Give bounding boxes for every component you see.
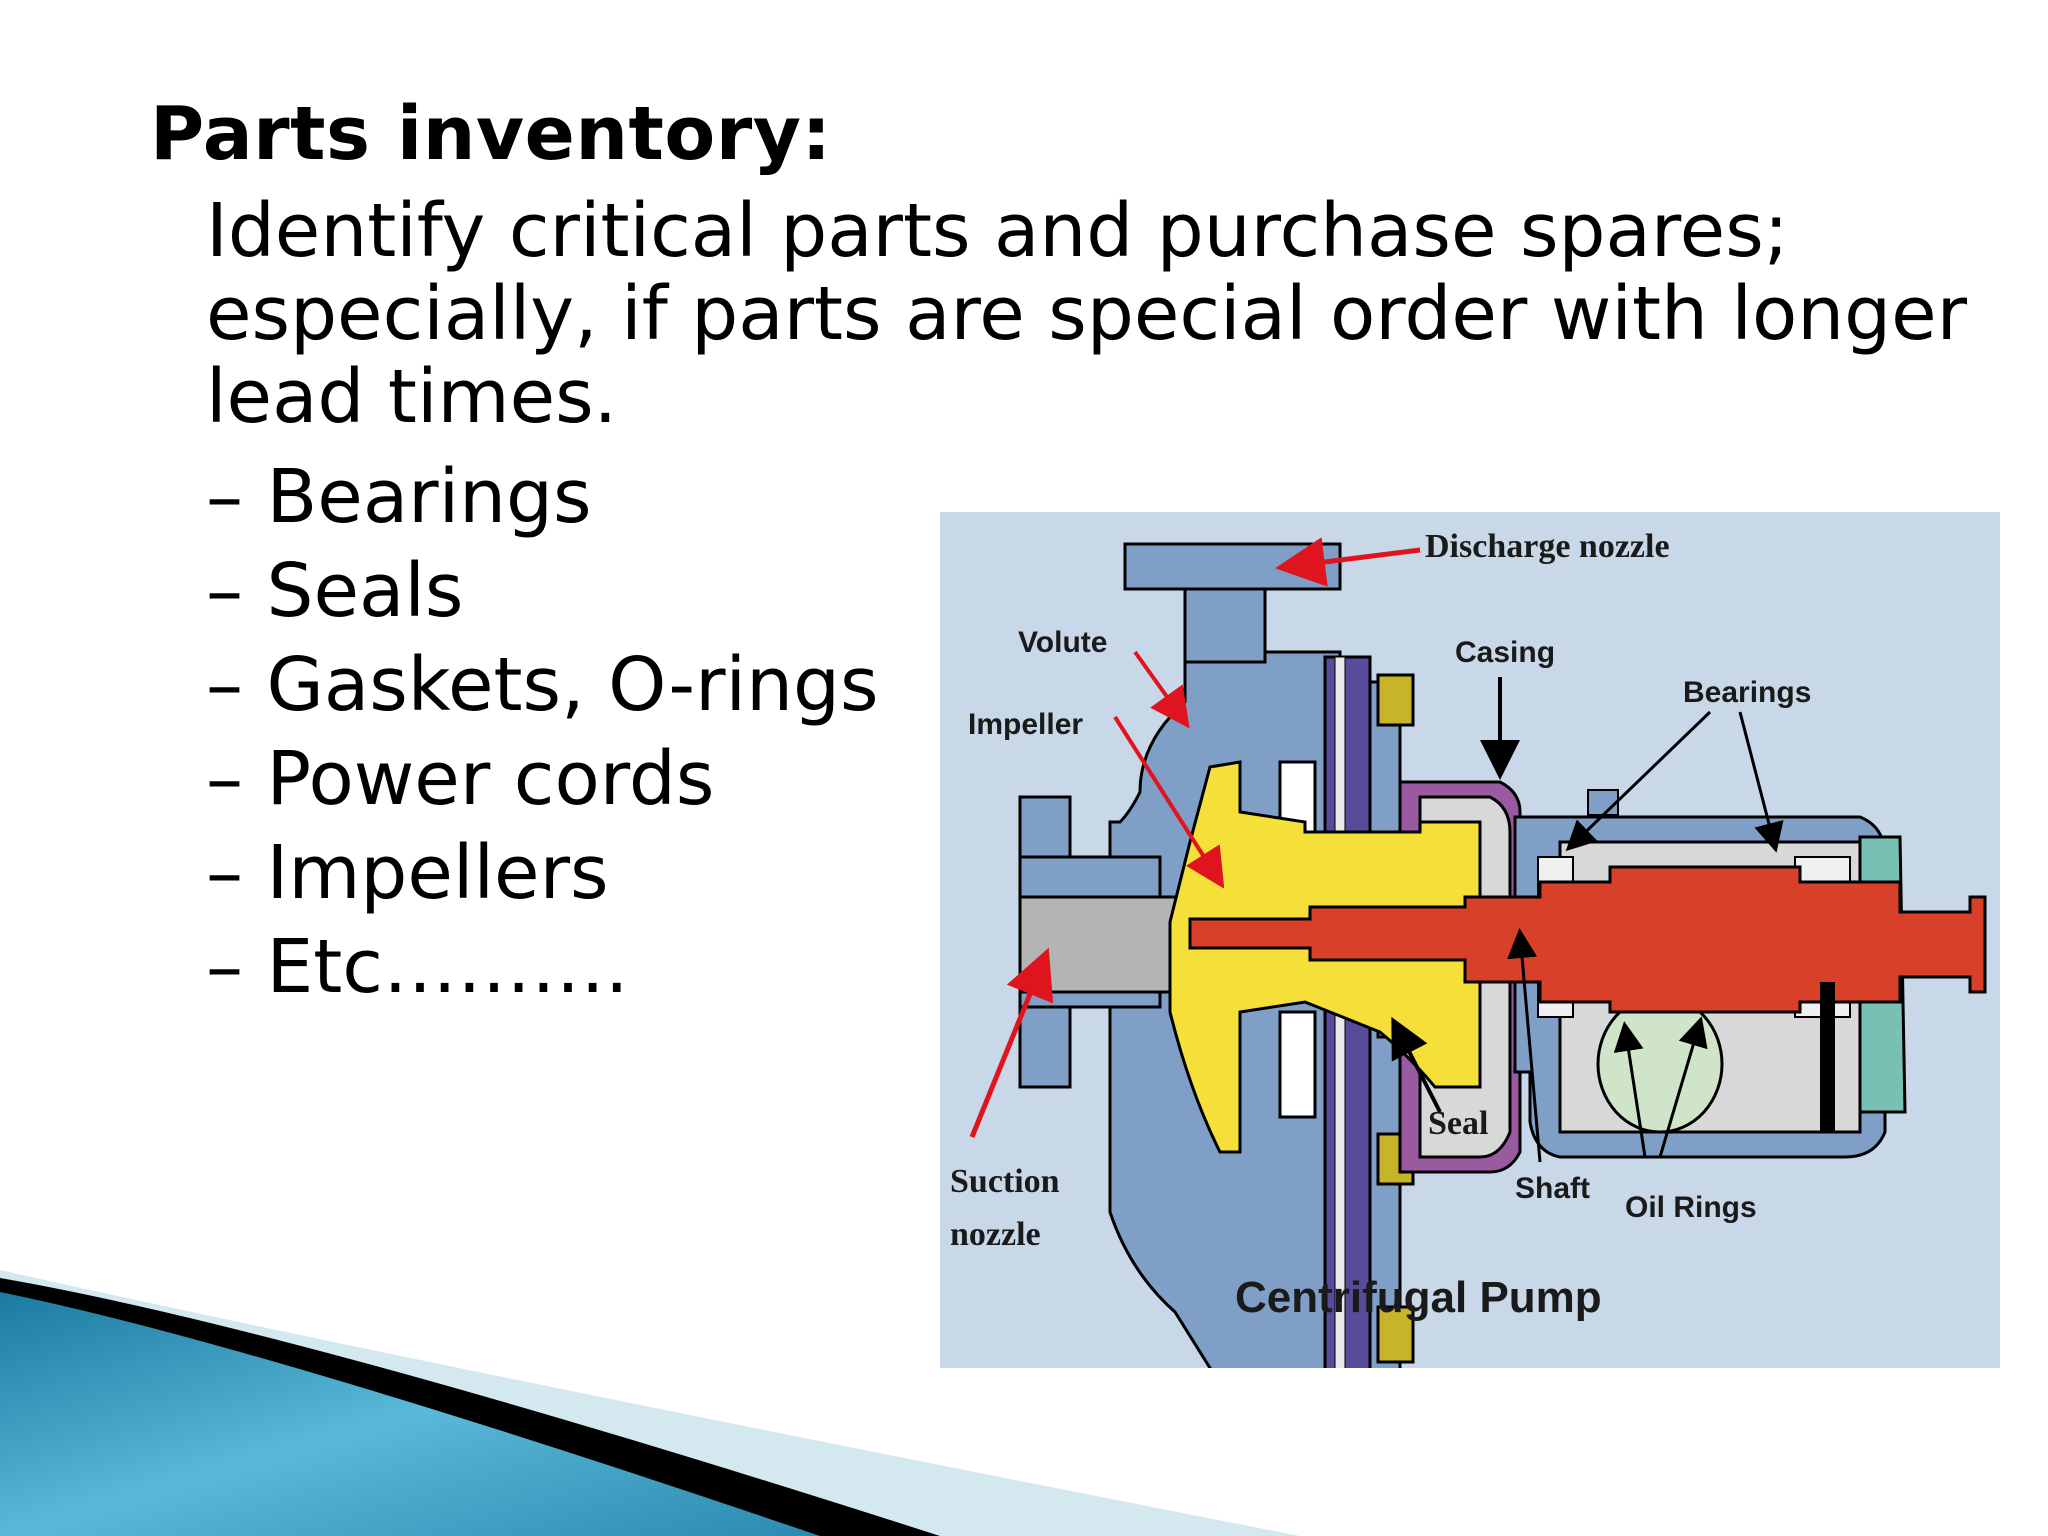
coupling-guard <box>1820 982 1835 1132</box>
suction-bore <box>1018 895 1192 994</box>
bolt <box>1376 1305 1415 1364</box>
list-item: – Etc………. <box>206 924 629 1010</box>
suction-arrow <box>969 947 1054 1138</box>
label-casing: Casing <box>1455 636 1555 669</box>
list-item: – Gaskets, O-rings <box>206 642 879 728</box>
label-discharge-nozzle: Discharge nozzle <box>1425 528 1670 565</box>
label-seal: Seal <box>1428 1105 1488 1142</box>
label-bearings: Bearings <box>1683 676 1811 709</box>
label-suction-line1: Suction <box>950 1163 1060 1200</box>
slide-heading: Parts inventory: <box>150 91 832 177</box>
discharge-arrow <box>1275 537 1421 587</box>
bolt <box>1376 673 1415 727</box>
shaft <box>1188 865 1987 1014</box>
list-item: – Seals <box>206 548 464 634</box>
bearing-arrow <box>1565 710 1712 852</box>
label-oil-rings: Oil Rings <box>1625 1191 1757 1224</box>
list-item: – Power cords <box>206 736 715 822</box>
volute-window <box>1278 1010 1317 1119</box>
parts-list: – Bearings – Seals – Gaskets, O-rings – … <box>206 450 879 1014</box>
list-item: – Impellers <box>206 830 609 916</box>
bearing-arrow <box>1738 711 1784 853</box>
decorative-swoosh <box>0 1270 1300 1536</box>
label-shaft: Shaft <box>1515 1172 1590 1205</box>
centrifugal-pump-diagram: Discharge nozzle Volute Impeller Casing … <box>940 512 2000 1368</box>
vent-cap <box>1587 789 1619 816</box>
seal-arrow <box>1391 1016 1442 1113</box>
label-volute: Volute <box>1018 626 1107 659</box>
volute-arrow <box>1133 650 1190 729</box>
shaft-arrow <box>1507 928 1542 1163</box>
label-suction-line2: nozzle <box>950 1216 1041 1253</box>
label-impeller: Impeller <box>968 708 1083 741</box>
intro-line: lead times. <box>206 354 618 440</box>
oil-ring <box>1596 994 1724 1134</box>
impeller-arrow <box>1113 715 1225 889</box>
intro-line: especially, if parts are special order w… <box>206 271 1968 357</box>
oil-ring-arrow <box>1658 1016 1708 1158</box>
oil-ring-arrow <box>1613 1021 1647 1158</box>
discharge-neck <box>1183 587 1267 671</box>
intro-line: Identify critical parts and purchase spa… <box>206 188 1789 274</box>
slide-intro: Identify critical parts and purchase spa… <box>206 190 2006 439</box>
diagram-caption: Centrifugal Pump <box>1235 1273 1602 1322</box>
list-item: – Bearings <box>206 454 592 540</box>
pump-drawing: Discharge nozzle Volute Impeller Casing … <box>950 528 1987 1368</box>
